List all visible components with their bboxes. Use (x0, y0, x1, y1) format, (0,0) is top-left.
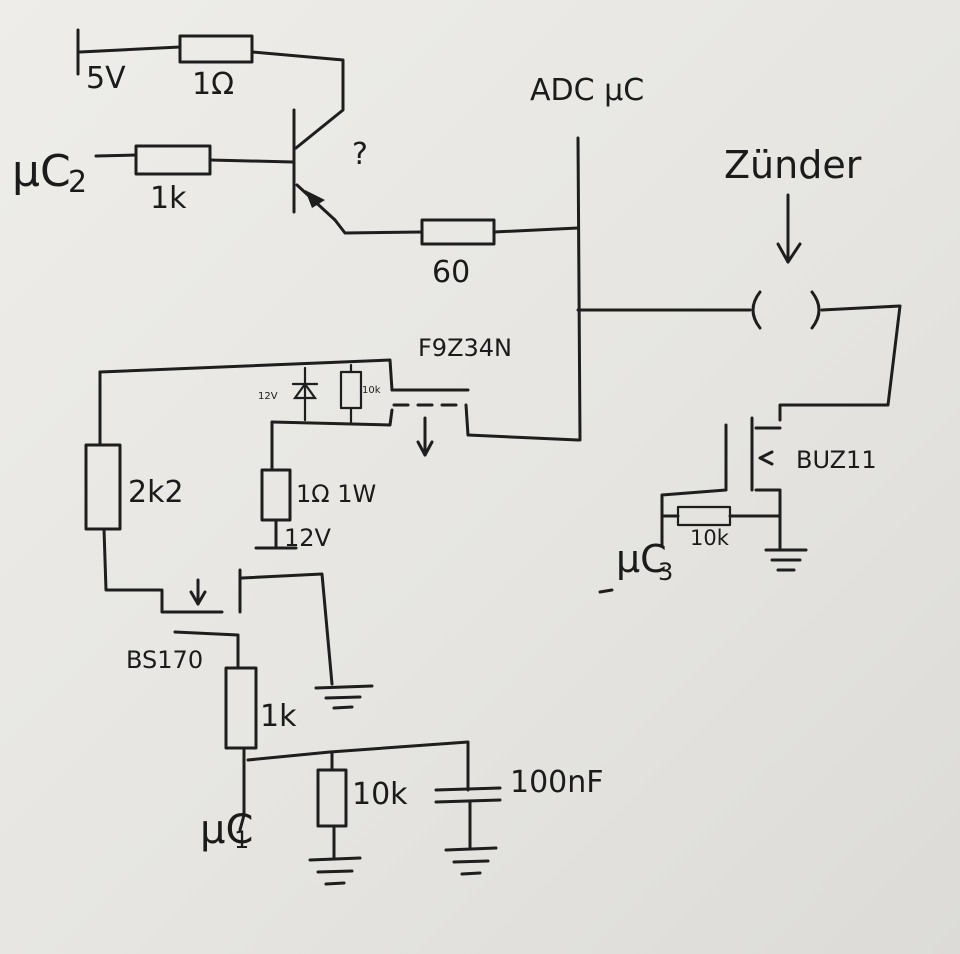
label-buz11: BUZ11 (796, 446, 877, 474)
resistor-2k2 (84, 443, 122, 531)
wire-base (208, 158, 295, 164)
label-f9z34n: F9Z34N (418, 334, 513, 362)
wire-uc1 (238, 746, 246, 832)
wire-uc2 (94, 153, 138, 158)
label-bs170: BS170 (126, 646, 204, 674)
label-r-10k: 10k (352, 777, 408, 812)
label-r-10k-small: 10k (362, 385, 381, 396)
label-5v: 5V (86, 61, 126, 96)
label-r-1k-base: 1k (150, 181, 187, 216)
uc3-tick (598, 588, 614, 594)
zener-diode-12v (291, 366, 319, 422)
resistor-1ohm-1w (260, 468, 292, 522)
wire-gate-node (270, 408, 394, 427)
wire-collector (250, 50, 345, 150)
label-r-1ohm-1w: 1Ω 1W (296, 480, 377, 508)
ground-symbol-buz11 (764, 548, 808, 572)
label-uc3-sub: 3 (658, 558, 674, 586)
resistor-60 (420, 218, 496, 246)
mosfet-f9z34n (98, 358, 580, 457)
label-uc1: μC (200, 807, 254, 853)
ground-symbol-cap (444, 846, 498, 876)
label-r-60: 60 (432, 255, 471, 290)
ground-symbol-bs170 (314, 684, 374, 710)
label-1ohm: 1Ω (192, 67, 235, 102)
label-uc3: μC (616, 537, 667, 581)
capacitor-100nf (434, 786, 502, 850)
resistor-1k (224, 666, 258, 750)
supply-5v-rail (76, 28, 182, 76)
ground-symbol-10k (308, 856, 362, 886)
mosfet-buz11 (660, 416, 782, 552)
adc-node-line (576, 136, 582, 442)
label-adc: ADC μC (530, 73, 645, 108)
resistor-1k-base (134, 144, 212, 176)
mosfet-bs170 (168, 568, 334, 686)
label-r-1k: 1k (260, 699, 297, 734)
resistor-10k-small (339, 370, 363, 410)
wire-rc-top (246, 740, 470, 792)
resistor-10k-pulldown (316, 768, 348, 828)
label-uc2-sub: 2 (68, 165, 88, 200)
label-uc1-sub: 1 (234, 826, 250, 854)
label-r-10k-gate: 10k (690, 526, 729, 550)
label-cap-100nf: 100nF (510, 765, 604, 800)
label-uc2: μC (12, 146, 71, 197)
label-question: ? (352, 137, 368, 172)
igniter-zunder (751, 193, 902, 422)
label-12v: 12V (284, 524, 331, 552)
resistor-10k-gate (676, 505, 732, 527)
label-zunder: Zünder (724, 143, 862, 187)
label-r-2k2: 2k2 (128, 475, 184, 510)
label-zener-12v: 12V (258, 391, 278, 402)
transistor-npn (292, 108, 424, 235)
wire-to-adc (492, 226, 580, 234)
resistor-1ohm (178, 34, 254, 64)
